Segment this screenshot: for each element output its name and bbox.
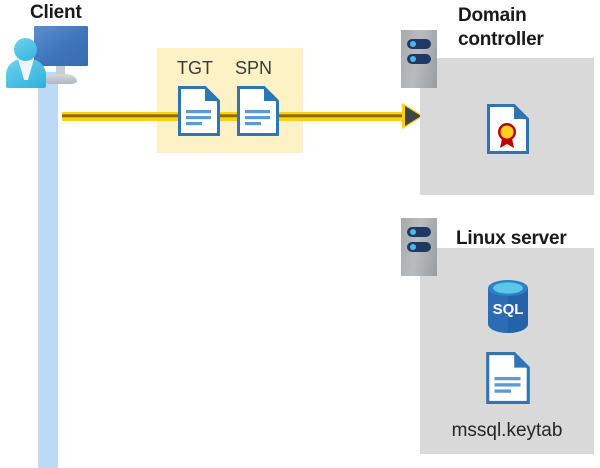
client-title: Client xyxy=(30,2,82,23)
linux-server-title: Linux server xyxy=(456,228,567,249)
monitor-stand-neck-icon xyxy=(56,66,65,76)
tgt-document-icon xyxy=(178,86,220,136)
spn-label: SPN xyxy=(235,58,273,78)
domain-controller-server-icon xyxy=(401,30,437,88)
domain-controller-title-line1: Domain xyxy=(458,5,527,26)
keytab-document-icon xyxy=(486,352,530,404)
server-slot-icon xyxy=(407,54,431,64)
client-workstation-icon xyxy=(6,26,92,88)
linux-server-server-icon xyxy=(401,218,437,276)
server-led-icon xyxy=(410,244,416,250)
domain-controller-title-line2: controller xyxy=(458,29,544,50)
tgt-label: TGT xyxy=(177,58,213,78)
server-led-icon xyxy=(410,56,416,62)
server-slot-icon xyxy=(407,227,431,237)
certificate-document-icon xyxy=(487,104,529,154)
server-slot-icon xyxy=(407,39,431,49)
svg-text:SQL: SQL xyxy=(493,301,524,318)
spn-document-icon xyxy=(237,86,279,136)
message-arrow-head-icon xyxy=(405,106,421,126)
server-led-icon xyxy=(410,229,416,235)
person-head-icon xyxy=(14,38,37,61)
server-slot-icon xyxy=(407,242,431,252)
monitor-screen-icon xyxy=(34,26,88,66)
domain-controller-title: Domain controller xyxy=(458,4,598,52)
keytab-filename-label: mssql.keytab xyxy=(451,420,563,441)
server-led-icon xyxy=(410,41,416,47)
monitor-stand-base-icon xyxy=(45,74,77,84)
sql-database-icon: SQL xyxy=(484,278,532,334)
client-lifeline xyxy=(38,72,58,468)
message-arrow-line xyxy=(62,112,410,121)
